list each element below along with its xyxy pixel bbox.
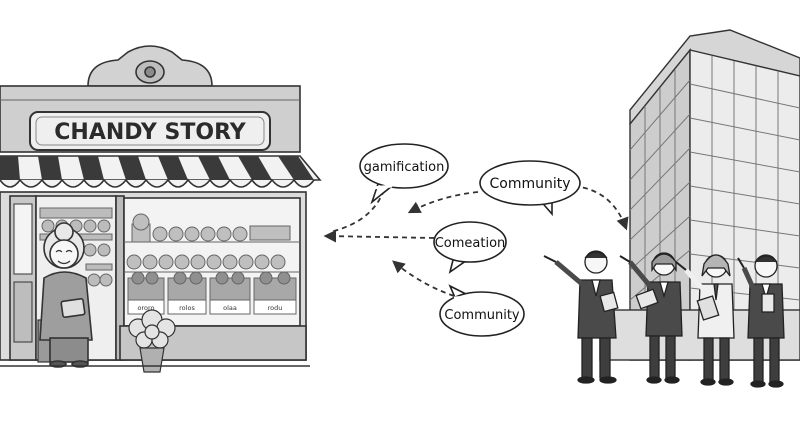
shopkeeper-skirt [49, 337, 89, 363]
dashed-arrows [323, 185, 629, 297]
awning-stripes [0, 156, 314, 180]
bin-label-3: olaa [223, 304, 237, 312]
arrow-community-bottom [392, 260, 455, 297]
flower-pot-icon [128, 309, 176, 373]
shopkeeper-face [49, 239, 79, 269]
businesswoman-tablet [619, 252, 683, 384]
label-comeation: Comeation [435, 236, 506, 251]
bubble-gamification: gamification [359, 143, 449, 205]
arrow-community-left [407, 191, 479, 214]
tablet-icon [635, 288, 659, 310]
bin-label-4: rodu [268, 304, 283, 312]
awning-scallops [0, 178, 315, 188]
candy-shop: CHANDY STORY [0, 45, 322, 373]
label-community-bottom: Community [444, 308, 520, 323]
label-gamification: gamification [364, 160, 445, 175]
bin-label-1: ororo [138, 304, 155, 312]
folder-icon [599, 291, 619, 313]
bin-label-2: rolos [179, 304, 195, 312]
businessman-phone [737, 254, 785, 388]
bubble-comeation: Comeation [433, 221, 507, 274]
businessman-pointing [543, 250, 619, 384]
business-team [543, 250, 785, 388]
phone-icon [761, 293, 775, 313]
shop-sign-board [29, 111, 271, 151]
building-front [689, 49, 800, 361]
businesswoman-clipboard [675, 254, 735, 386]
candy-shelves [124, 213, 300, 315]
label-community-top: Community [489, 176, 570, 192]
bubble-community-bottom: Community [439, 284, 525, 337]
tablet-icon [60, 298, 86, 318]
arrow-community-right [573, 185, 629, 231]
elderly-shopkeeper [37, 222, 93, 368]
shop-sign: CHANDY STORY [54, 120, 247, 145]
clipboard-icon [696, 295, 720, 321]
bubble-community-top: Community [479, 160, 581, 217]
arrow-gamification [329, 189, 385, 233]
speech-bubbles: gamification Community Comeation Communi… [359, 143, 581, 337]
arrow-to-shop [323, 229, 435, 243]
